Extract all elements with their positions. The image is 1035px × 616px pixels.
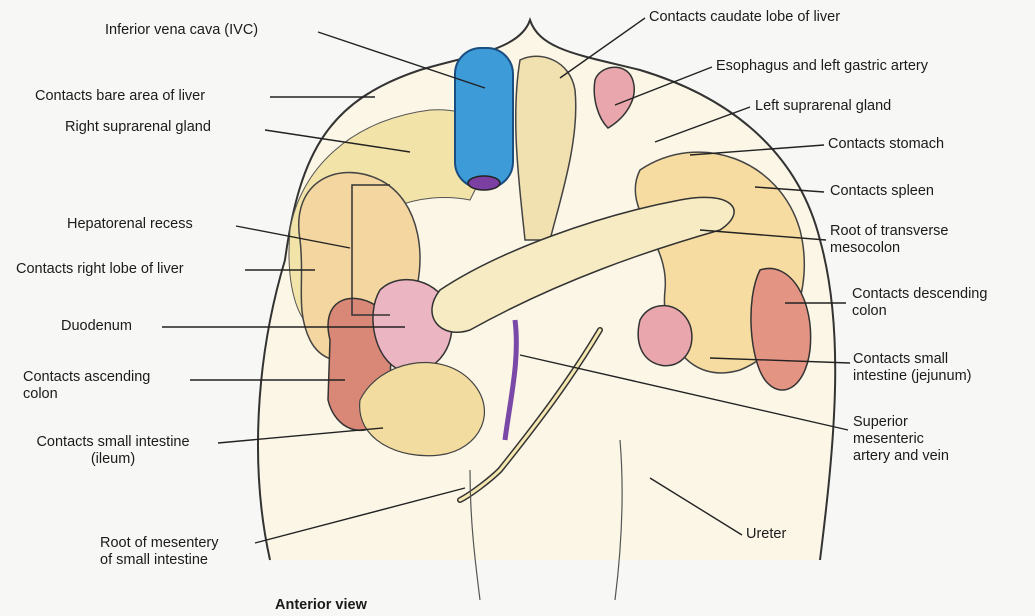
label-stomach: Contacts stomach xyxy=(828,136,944,153)
label-right-lobe: Contacts right lobe of liver xyxy=(16,261,184,278)
label-ascending-colon: Contacts ascending colon xyxy=(23,369,150,403)
label-ivc: Inferior vena cava (IVC) xyxy=(105,22,258,39)
label-root-mesentery: Root of mesentery of small intestine xyxy=(100,535,218,569)
label-esophagus: Esophagus and left gastric artery xyxy=(716,58,928,75)
jejunum-loop xyxy=(638,306,692,366)
label-spleen: Contacts spleen xyxy=(830,183,934,200)
label-hepatorenal: Hepatorenal recess xyxy=(67,216,193,233)
ivc-opening xyxy=(468,176,500,190)
label-left-suprarenal: Left suprarenal gland xyxy=(755,98,891,115)
label-jejunum: Contacts small intestine (jejunum) xyxy=(853,351,971,385)
label-ileum: Contacts small intestine (ileum) xyxy=(8,434,218,468)
label-sma-smv: Superior mesenteric artery and vein xyxy=(853,414,949,465)
caption-anterior-view: Anterior view xyxy=(275,597,367,614)
label-transverse-mesocolon: Root of transverse mesocolon xyxy=(830,223,948,257)
label-duodenum: Duodenum xyxy=(61,318,132,335)
label-caudate: Contacts caudate lobe of liver xyxy=(649,9,840,26)
label-bare-area: Contacts bare area of liver xyxy=(35,88,205,105)
label-ureter: Ureter xyxy=(746,526,786,543)
ivc-vessel xyxy=(455,48,513,188)
label-descending-colon: Contacts descending colon xyxy=(852,286,987,320)
label-right-suprarenal: Right suprarenal gland xyxy=(65,119,211,136)
